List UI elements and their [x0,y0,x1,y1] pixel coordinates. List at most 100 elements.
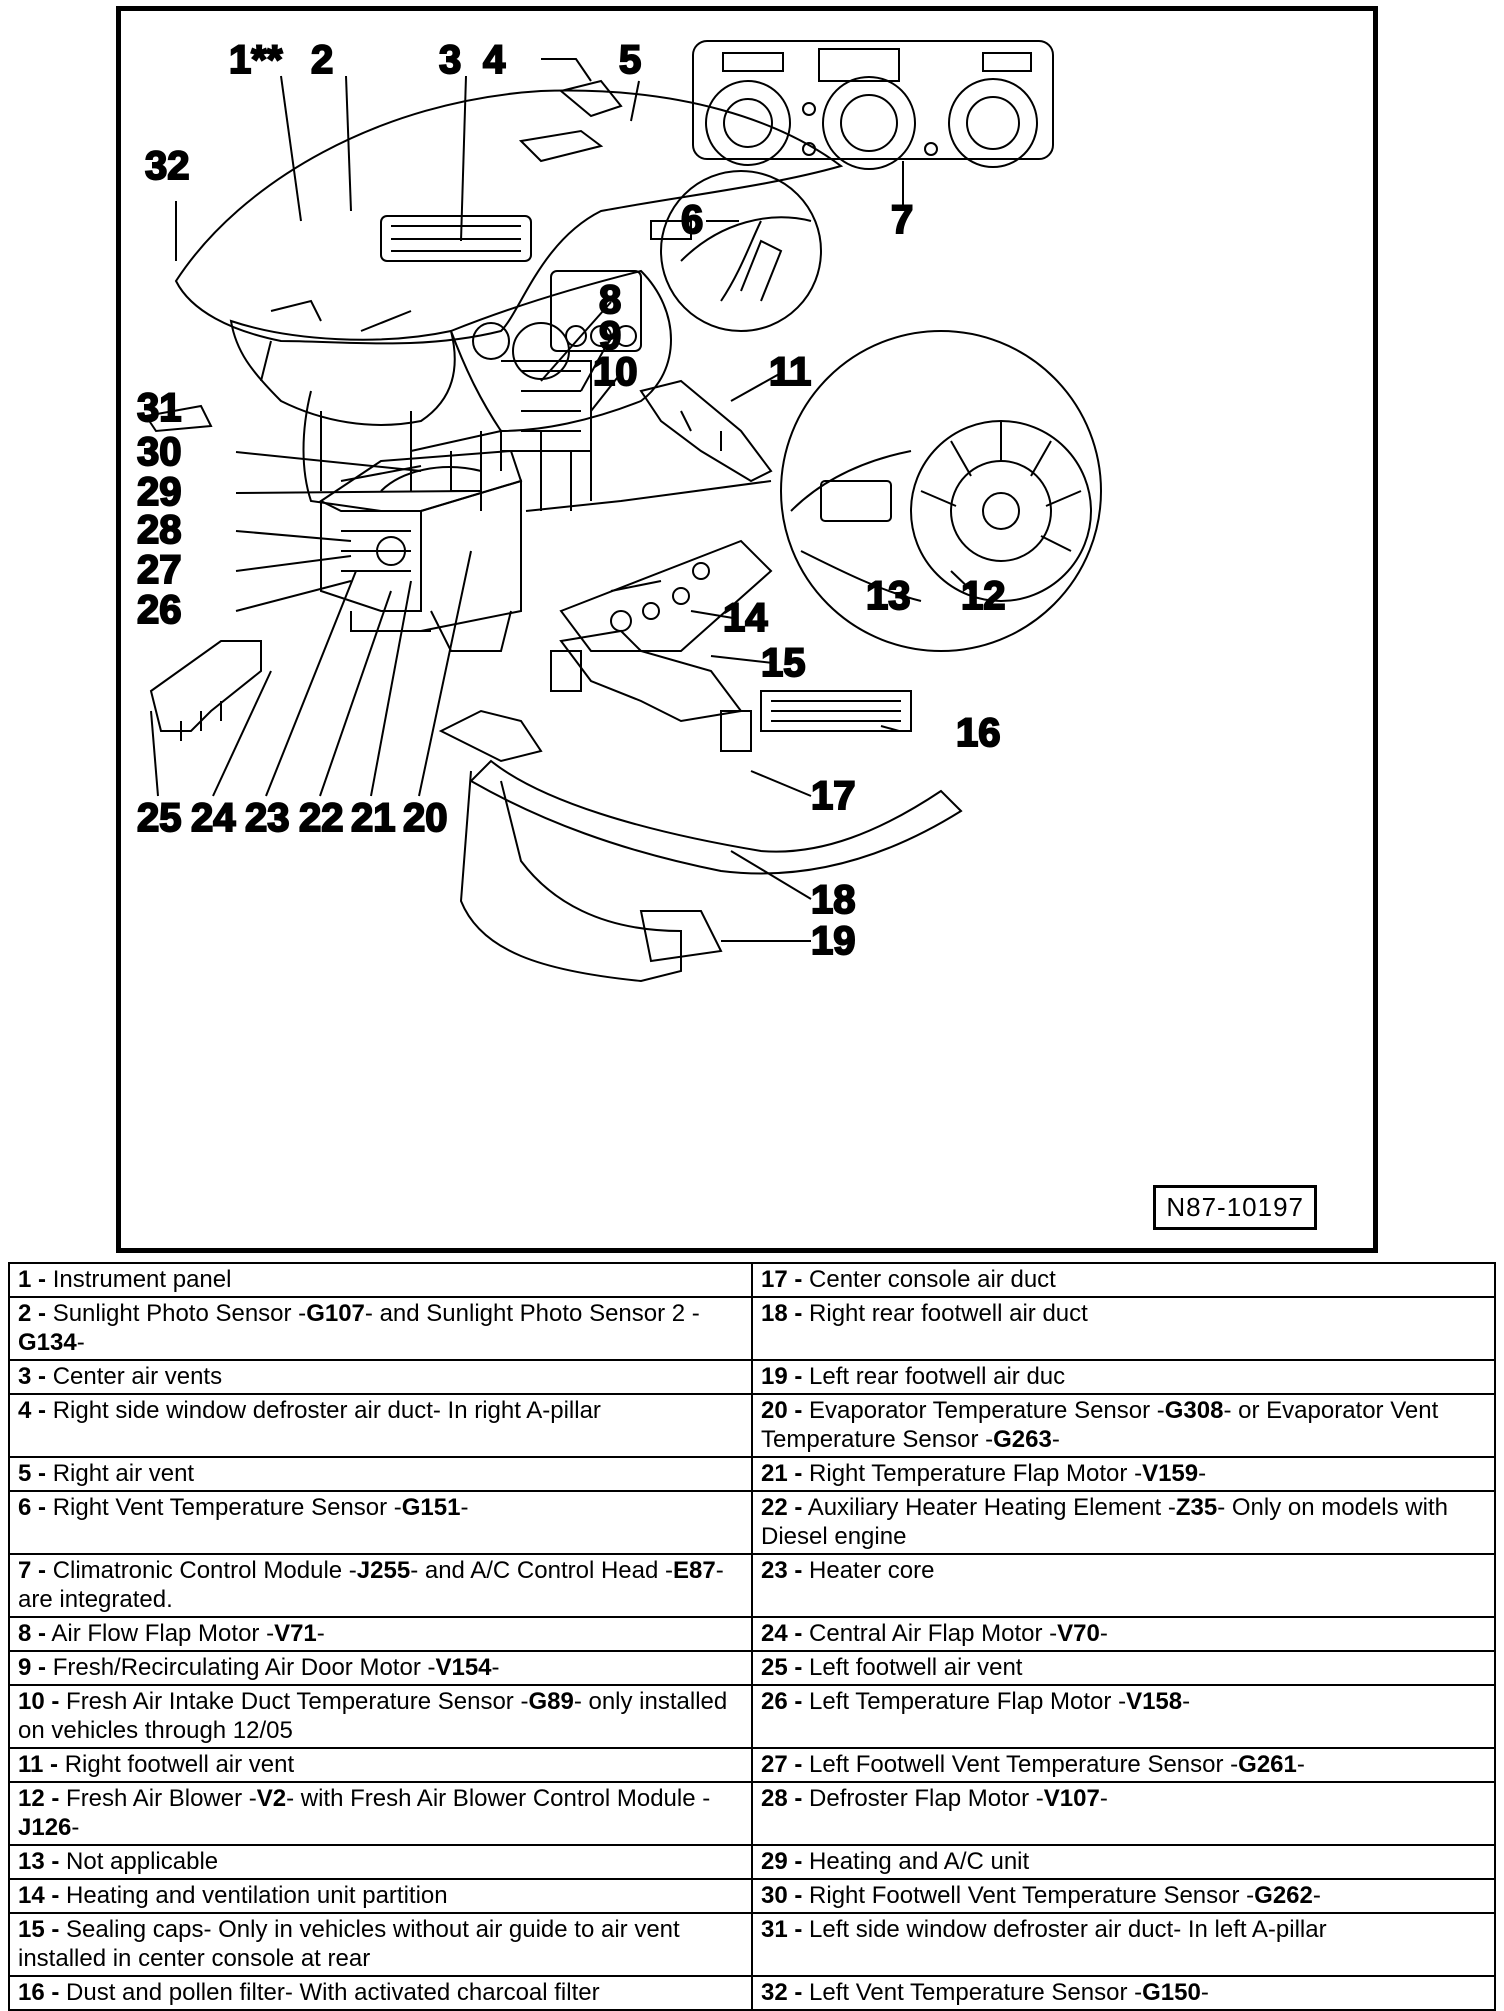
legend-item-text: Not applicable [66,1848,219,1875]
legend-item-number: 4 - [18,1397,47,1424]
callout-3: 3 [439,38,461,82]
legend-cell-left: 10 - Fresh Air Intake Duct Temperature S… [8,1684,753,1749]
callout-22: 22 [299,796,344,840]
legend-item-text: Sealing caps- Only in vehicles without a… [18,1916,680,1972]
callout-17: 17 [811,774,856,818]
legend-item-text: Defroster Flap Motor - [809,1785,1044,1812]
legend-part-code: G262 [1254,1882,1313,1909]
detail-circle-6 [660,170,822,332]
legend-item-text: Heating and A/C unit [809,1848,1030,1875]
legend-part-code: J126 [18,1814,72,1841]
legend-item-number: 11 - [18,1751,59,1778]
legend-cell-right: 28 - Defroster Flap Motor -V107- [751,1781,1496,1846]
legend-part-code: Z35 [1175,1494,1218,1521]
legend-item-text: - with Fresh Air Blower Control Module - [286,1785,711,1812]
legend-item-number: 6 - [18,1494,47,1521]
legend-item-number: 5 - [18,1460,47,1487]
legend-item-number: 24 - [761,1620,803,1647]
legend-cell-left: 2 - Sunlight Photo Sensor -G107- and Sun… [8,1296,753,1361]
legend-item-text: Right air vent [52,1460,195,1487]
legend-item-text: Fresh Air Intake Duct Temperature Sensor… [66,1688,529,1715]
legend-cell-right: 24 - Central Air Flap Motor -V70- [751,1616,1496,1652]
legend-cell-left: 15 - Sealing caps- Only in vehicles with… [8,1912,753,1977]
callout-16: 16 [956,711,1001,755]
legend-item-number: 12 - [18,1785,60,1812]
heater-unit-drawing [319,360,592,652]
callout-6: 6 [681,198,703,242]
leader-lines [150,58,975,942]
legend-item-text: - [1312,1882,1321,1909]
legend-item-text: Center air vents [52,1363,223,1390]
legend-cell-right: 22 - Auxiliary Heater Heating Element -Z… [751,1490,1496,1555]
legend-cell-left: 8 - Air Flow Flap Motor -V71- [8,1616,753,1652]
legend-item-text: - [1099,1785,1108,1812]
legend-item-text: Instrument panel [52,1266,232,1293]
legend-item-number: 14 - [18,1882,60,1909]
legend-item-text: - and A/C Control Head - [410,1557,673,1584]
legend-row: 4 - Right side window defroster air duct… [8,1393,1496,1458]
legend-item-number: 32 - [761,1979,803,2006]
legend-item-text: Right side window defroster air duct- In… [52,1397,601,1424]
callout-8: 8 [599,278,621,322]
callout-7: 7 [891,198,913,242]
legend-item-text: - [1200,1979,1209,2006]
legend-row: 8 - Air Flow Flap Motor -V71-24 - Centra… [8,1616,1496,1652]
legend-cell-left: 14 - Heating and ventilation unit partit… [8,1878,753,1914]
legend-part-code: G308 [1164,1397,1224,1424]
legend-part-code: G151 [401,1494,461,1521]
legend-cell-left: 1 - Instrument panel [8,1262,753,1298]
instrument-panel-drawing [174,89,844,512]
callout-26: 26 [137,588,182,632]
legend-item-text: - [460,1494,469,1521]
legend-item-text: - [1198,1460,1207,1487]
callout-18: 18 [811,878,856,922]
partition-drawing [559,539,773,652]
legend-item-text: Dust and pollen filter- With activated c… [66,1979,600,2006]
legend-cell-left: 4 - Right side window defroster air duct… [8,1393,753,1458]
legend-item-number: 3 - [18,1363,47,1390]
legend-row: 10 - Fresh Air Intake Duct Temperature S… [8,1684,1496,1749]
legend-item-number: 10 - [18,1688,60,1715]
legend-cell-right: 21 - Right Temperature Flap Motor -V159- [751,1456,1496,1492]
diagram-drawing: 1** 2 3 4 5 6 7 8 9 10 11 12 13 14 15 16… [136,37,1102,983]
legend-part-code: G89 [528,1688,574,1715]
legend-cell-right: 17 - Center console air duct [751,1262,1496,1298]
legend-item-text: - [1296,1751,1305,1778]
legend-part-code: V71 [274,1620,317,1647]
legend-cell-right: 30 - Right Footwell Vent Temperature Sen… [751,1878,1496,1914]
legend-row: 12 - Fresh Air Blower -V2- with Fresh Ai… [8,1781,1496,1846]
legend-item-number: 21 - [761,1460,803,1487]
legend-item-text: Right footwell air vent [64,1751,295,1778]
callout-31: 31 [137,386,182,430]
legend-cell-right: 25 - Left footwell air vent [751,1650,1496,1686]
legend-item-number: 16 - [18,1979,60,2006]
legend-item-number: 20 - [761,1397,803,1424]
callout-2: 2 [311,38,333,82]
legend-row: 16 - Dust and pollen filter- With activa… [8,1975,1496,2011]
legend-item-text: Central Air Flap Motor - [809,1620,1058,1647]
legend-item-number: 8 - [18,1620,47,1647]
legend-item-number: 7 - [18,1557,47,1584]
legend-item-number: 25 - [761,1654,803,1681]
legend-part-code: V70 [1057,1620,1100,1647]
legend-item-text: Left Temperature Flap Motor - [809,1688,1127,1715]
legend-cell-right: 32 - Left Vent Temperature Sensor -G150- [751,1975,1496,2011]
callout-10: 10 [593,350,638,394]
legend-item-text: - and Sunlight Photo Sensor 2 - [364,1300,700,1327]
legend-item-text: - [71,1814,80,1841]
legend-item-text: Heater core [809,1557,935,1584]
callout-27: 27 [137,548,182,592]
legend-item-number: 1 - [18,1266,47,1293]
legend-item-text: - [316,1620,325,1647]
legend-row: 2 - Sunlight Photo Sensor -G107- and Sun… [8,1296,1496,1361]
center-ducts-drawing [438,629,963,983]
legend-part-code: G261 [1238,1751,1297,1778]
legend-item-text: Left side window defroster air duct- In … [809,1916,1327,1943]
legend-item-text: Right Vent Temperature Sensor - [52,1494,402,1521]
exploded-view-diagram: 1** 2 3 4 5 6 7 8 9 10 11 12 13 14 15 16… [116,6,1378,1253]
legend-item-number: 26 - [761,1688,803,1715]
